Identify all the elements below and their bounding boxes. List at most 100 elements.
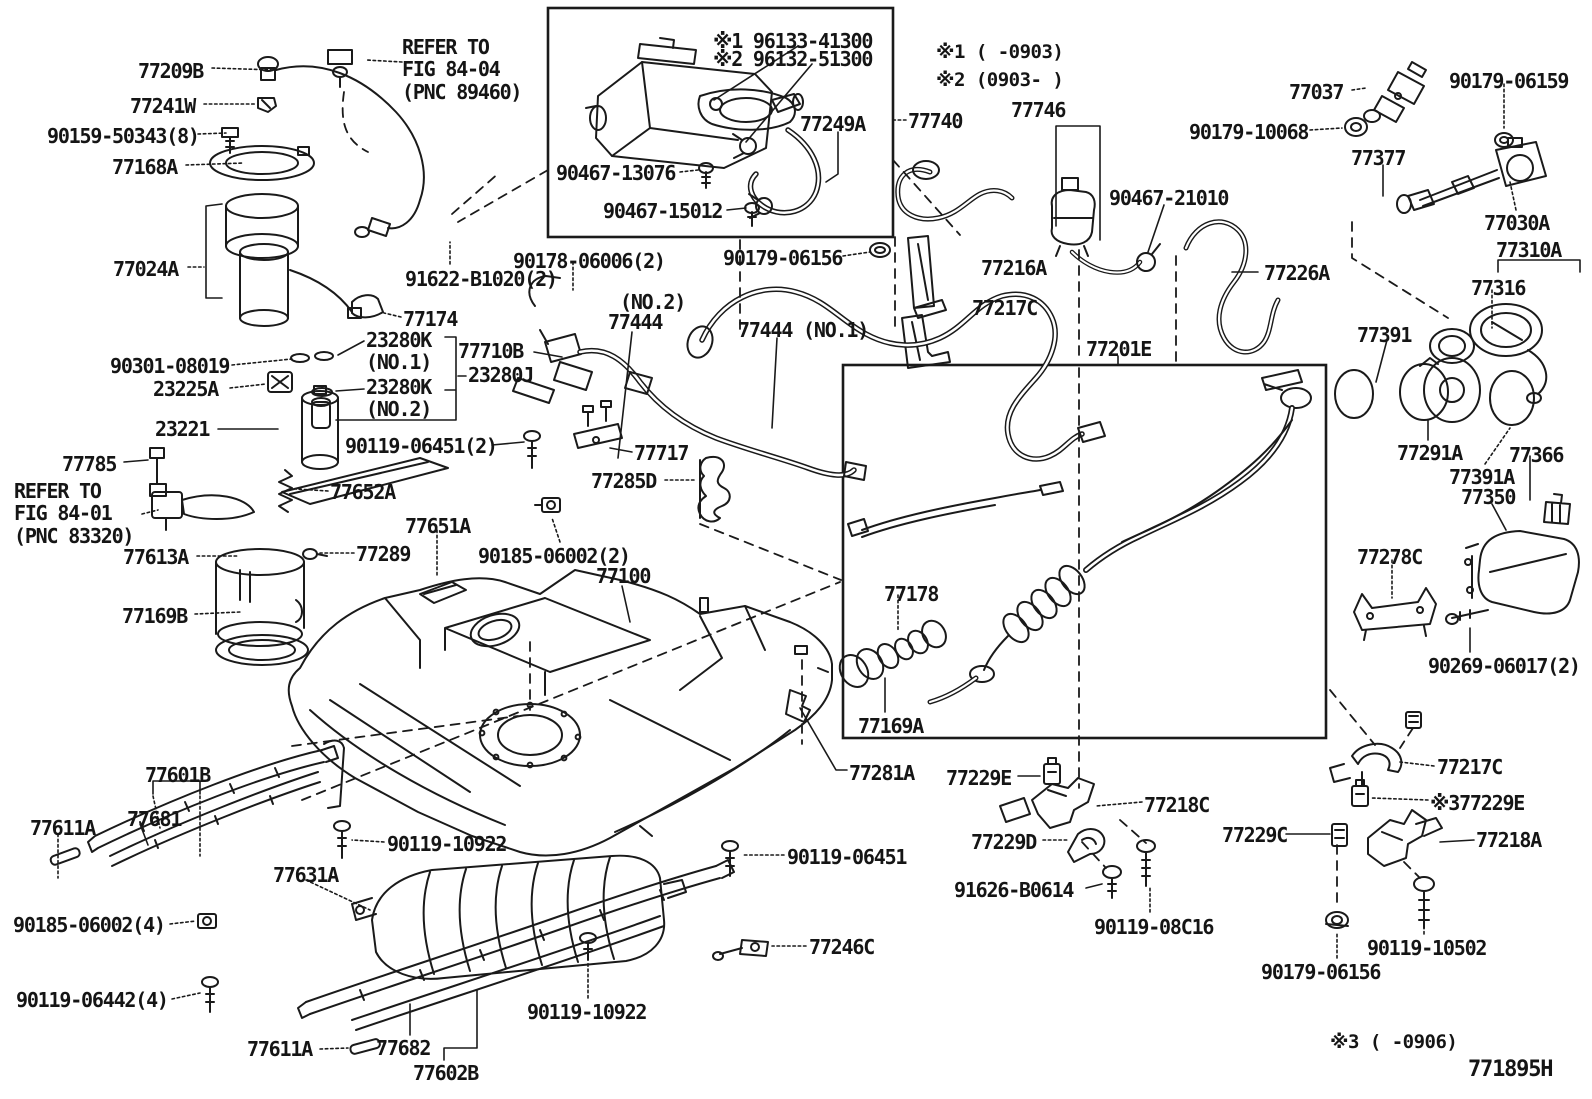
part-label-91626-b0614: 91626-B0614 bbox=[954, 878, 1074, 902]
part-label-90119-10502: 90119-10502 bbox=[1367, 936, 1487, 960]
part-label-23225a: 23225A bbox=[153, 377, 219, 401]
part-label-77391: 77391 bbox=[1357, 323, 1412, 347]
part-label-23280k-no-2: 23280K (NO.2) bbox=[366, 375, 432, 422]
filler-pipe-detail-box bbox=[841, 363, 1328, 740]
part-label-no-2: (NO.2) bbox=[620, 290, 686, 314]
part-label-90467-13076: 90467-13076 bbox=[556, 161, 676, 185]
part-label-77611a: 77611A bbox=[30, 816, 96, 840]
part-label-77611a: 77611A bbox=[247, 1037, 313, 1061]
part-label-77169b: 77169B bbox=[122, 604, 188, 628]
fuel-tank-drawing bbox=[287, 569, 833, 857]
fuel-reservoir-and-hoses-drawing bbox=[869, 125, 1281, 369]
part-label-77218c: 77218C bbox=[1144, 793, 1210, 817]
part-label-77285d: 77285D bbox=[591, 469, 657, 493]
part-label-refer-to-fig-84-04-pnc-89460: REFER TO FIG 84-04 (PNC 89460) bbox=[402, 35, 522, 104]
part-label-90467-15012: 90467-15012 bbox=[603, 199, 723, 223]
part-label-77217c: 77217C bbox=[1437, 755, 1503, 779]
part-label-77652a: 77652A bbox=[330, 480, 396, 504]
part-label-77746: 77746 bbox=[1011, 98, 1066, 122]
part-label-90179-06159: 90179-06159 bbox=[1449, 69, 1569, 93]
part-label-77178: 77178 bbox=[884, 582, 939, 606]
part-label-90467-21010: 90467-21010 bbox=[1109, 186, 1229, 210]
part-label-refer-to-fig-84-01-pnc-83320: REFER TO FIG 84-01 (PNC 83320) bbox=[14, 479, 134, 548]
part-label-77444-no-1: 77444 (NO.1) bbox=[738, 318, 869, 342]
part-label-77168a: 77168A bbox=[112, 155, 178, 179]
part-label-77651a: 77651A bbox=[405, 514, 471, 538]
breather-tubes-drawing bbox=[512, 275, 1106, 723]
part-label-23280j: 23280J bbox=[468, 363, 534, 387]
part-label-77229d: 77229D bbox=[971, 830, 1037, 854]
part-label-90119-06451: 90119-06451 bbox=[787, 845, 907, 869]
part-label-77249a: 77249A bbox=[800, 112, 866, 136]
part-label-90179-06156: 90179-06156 bbox=[723, 246, 843, 270]
part-label-90119-06451-2: 90119-06451(2) bbox=[345, 434, 498, 458]
part-label-1-0903: ※1 ( -0903) bbox=[936, 41, 1064, 63]
part-label-77246c: 77246C bbox=[809, 935, 875, 959]
part-label-77310a: 77310A bbox=[1496, 238, 1562, 262]
part-label-77216a: 77216A bbox=[981, 256, 1047, 280]
part-label-77613a: 77613A bbox=[123, 545, 189, 569]
part-label-90119-08c16: 90119-08C16 bbox=[1094, 915, 1214, 939]
part-label-77785: 77785 bbox=[62, 452, 117, 476]
part-label-77602b: 77602B bbox=[413, 1061, 479, 1085]
part-label-77024a: 77024A bbox=[113, 257, 179, 281]
tank-straps-drawing bbox=[49, 739, 769, 1055]
part-label-77710b: 77710B bbox=[458, 339, 524, 363]
part-label-2-96132-51300: ※2 96132-51300 bbox=[713, 47, 873, 71]
part-label-90159-50343-8: 90159-50343(8) bbox=[47, 124, 200, 148]
part-label-90119-10922: 90119-10922 bbox=[387, 832, 507, 856]
part-label-90119-10922: 90119-10922 bbox=[527, 1000, 647, 1024]
part-label-77631a: 77631A bbox=[273, 863, 339, 887]
filler-pipe-assembly-drawing bbox=[838, 369, 1312, 705]
canister-detail-box bbox=[546, 6, 895, 239]
part-label-77291a: 77291A bbox=[1397, 441, 1463, 465]
part-label-23280k-no-1: 23280K (NO.1) bbox=[366, 328, 432, 375]
part-label-77289: 77289 bbox=[356, 542, 411, 566]
part-label-77278c: 77278C bbox=[1357, 545, 1423, 569]
part-label-77229e: 77229E bbox=[946, 766, 1012, 790]
part-label-90185-06002-4: 90185-06002(4) bbox=[13, 913, 166, 937]
part-label-91622-b1020-2: 91622-B1020(2) bbox=[405, 267, 558, 291]
part-label-77316: 77316 bbox=[1471, 276, 1526, 300]
part-label-77391a: 77391A bbox=[1449, 465, 1515, 489]
part-label-77037: 77037 bbox=[1289, 80, 1344, 104]
valve-and-fuel-sender-drawing bbox=[1334, 61, 1580, 641]
leader-lines bbox=[57, 59, 1517, 1050]
part-label-77217c: 77217C bbox=[972, 296, 1038, 320]
part-label-77174: 77174 bbox=[403, 307, 458, 331]
part-label-77030a: 77030A bbox=[1484, 211, 1550, 235]
part-label-90179-06156: 90179-06156 bbox=[1261, 960, 1381, 984]
part-label-77169a: 77169A bbox=[858, 714, 924, 738]
part-label-77100: 77100 bbox=[596, 564, 651, 588]
charcoal-canister-drawing bbox=[585, 37, 822, 227]
fuel-pump-assembly-drawing bbox=[149, 49, 467, 666]
part-label-77366: 77366 bbox=[1509, 443, 1564, 467]
part-label-77740: 77740 bbox=[908, 109, 963, 133]
part-label-3-0906: ※3 ( -0906) bbox=[1330, 1031, 1458, 1053]
part-label-77241w: 77241W bbox=[130, 94, 196, 118]
part-label-77377: 77377 bbox=[1351, 146, 1406, 170]
part-label-377229e: ※377229E bbox=[1430, 791, 1525, 815]
part-label-77444: 77444 bbox=[608, 310, 663, 334]
part-label-77226a: 77226A bbox=[1264, 261, 1330, 285]
part-label-2-0903: ※2 (0903- ) bbox=[936, 69, 1064, 91]
part-label-77681: 77681 bbox=[127, 807, 182, 831]
part-label-90185-06002-2: 90185-06002(2) bbox=[478, 544, 631, 568]
part-label-77601b: 77601B bbox=[145, 763, 211, 787]
part-label-90269-06017-2: 90269-06017(2) bbox=[1428, 654, 1581, 678]
part-label-77229c: 77229C bbox=[1222, 823, 1288, 847]
part-label-90178-06006-2: 90178-06006(2) bbox=[513, 249, 666, 273]
part-label-90179-10068: 90179-10068 bbox=[1189, 120, 1309, 144]
part-label-23221: 23221 bbox=[155, 417, 210, 441]
part-label-77201e: 77201E bbox=[1086, 337, 1152, 361]
part-label-90301-08019: 90301-08019 bbox=[110, 354, 230, 378]
part-label-77682: 77682 bbox=[376, 1036, 431, 1060]
part-label-90119-06442-4: 90119-06442(4) bbox=[16, 988, 169, 1012]
leader-brackets bbox=[123, 45, 1581, 1061]
part-label-77281a: 77281A bbox=[849, 761, 915, 785]
construction-dashed-lines bbox=[291, 91, 1449, 909]
part-label-77218a: 77218A bbox=[1476, 828, 1542, 852]
part-label-1-96133-41300: ※1 96133-41300 bbox=[713, 29, 873, 53]
